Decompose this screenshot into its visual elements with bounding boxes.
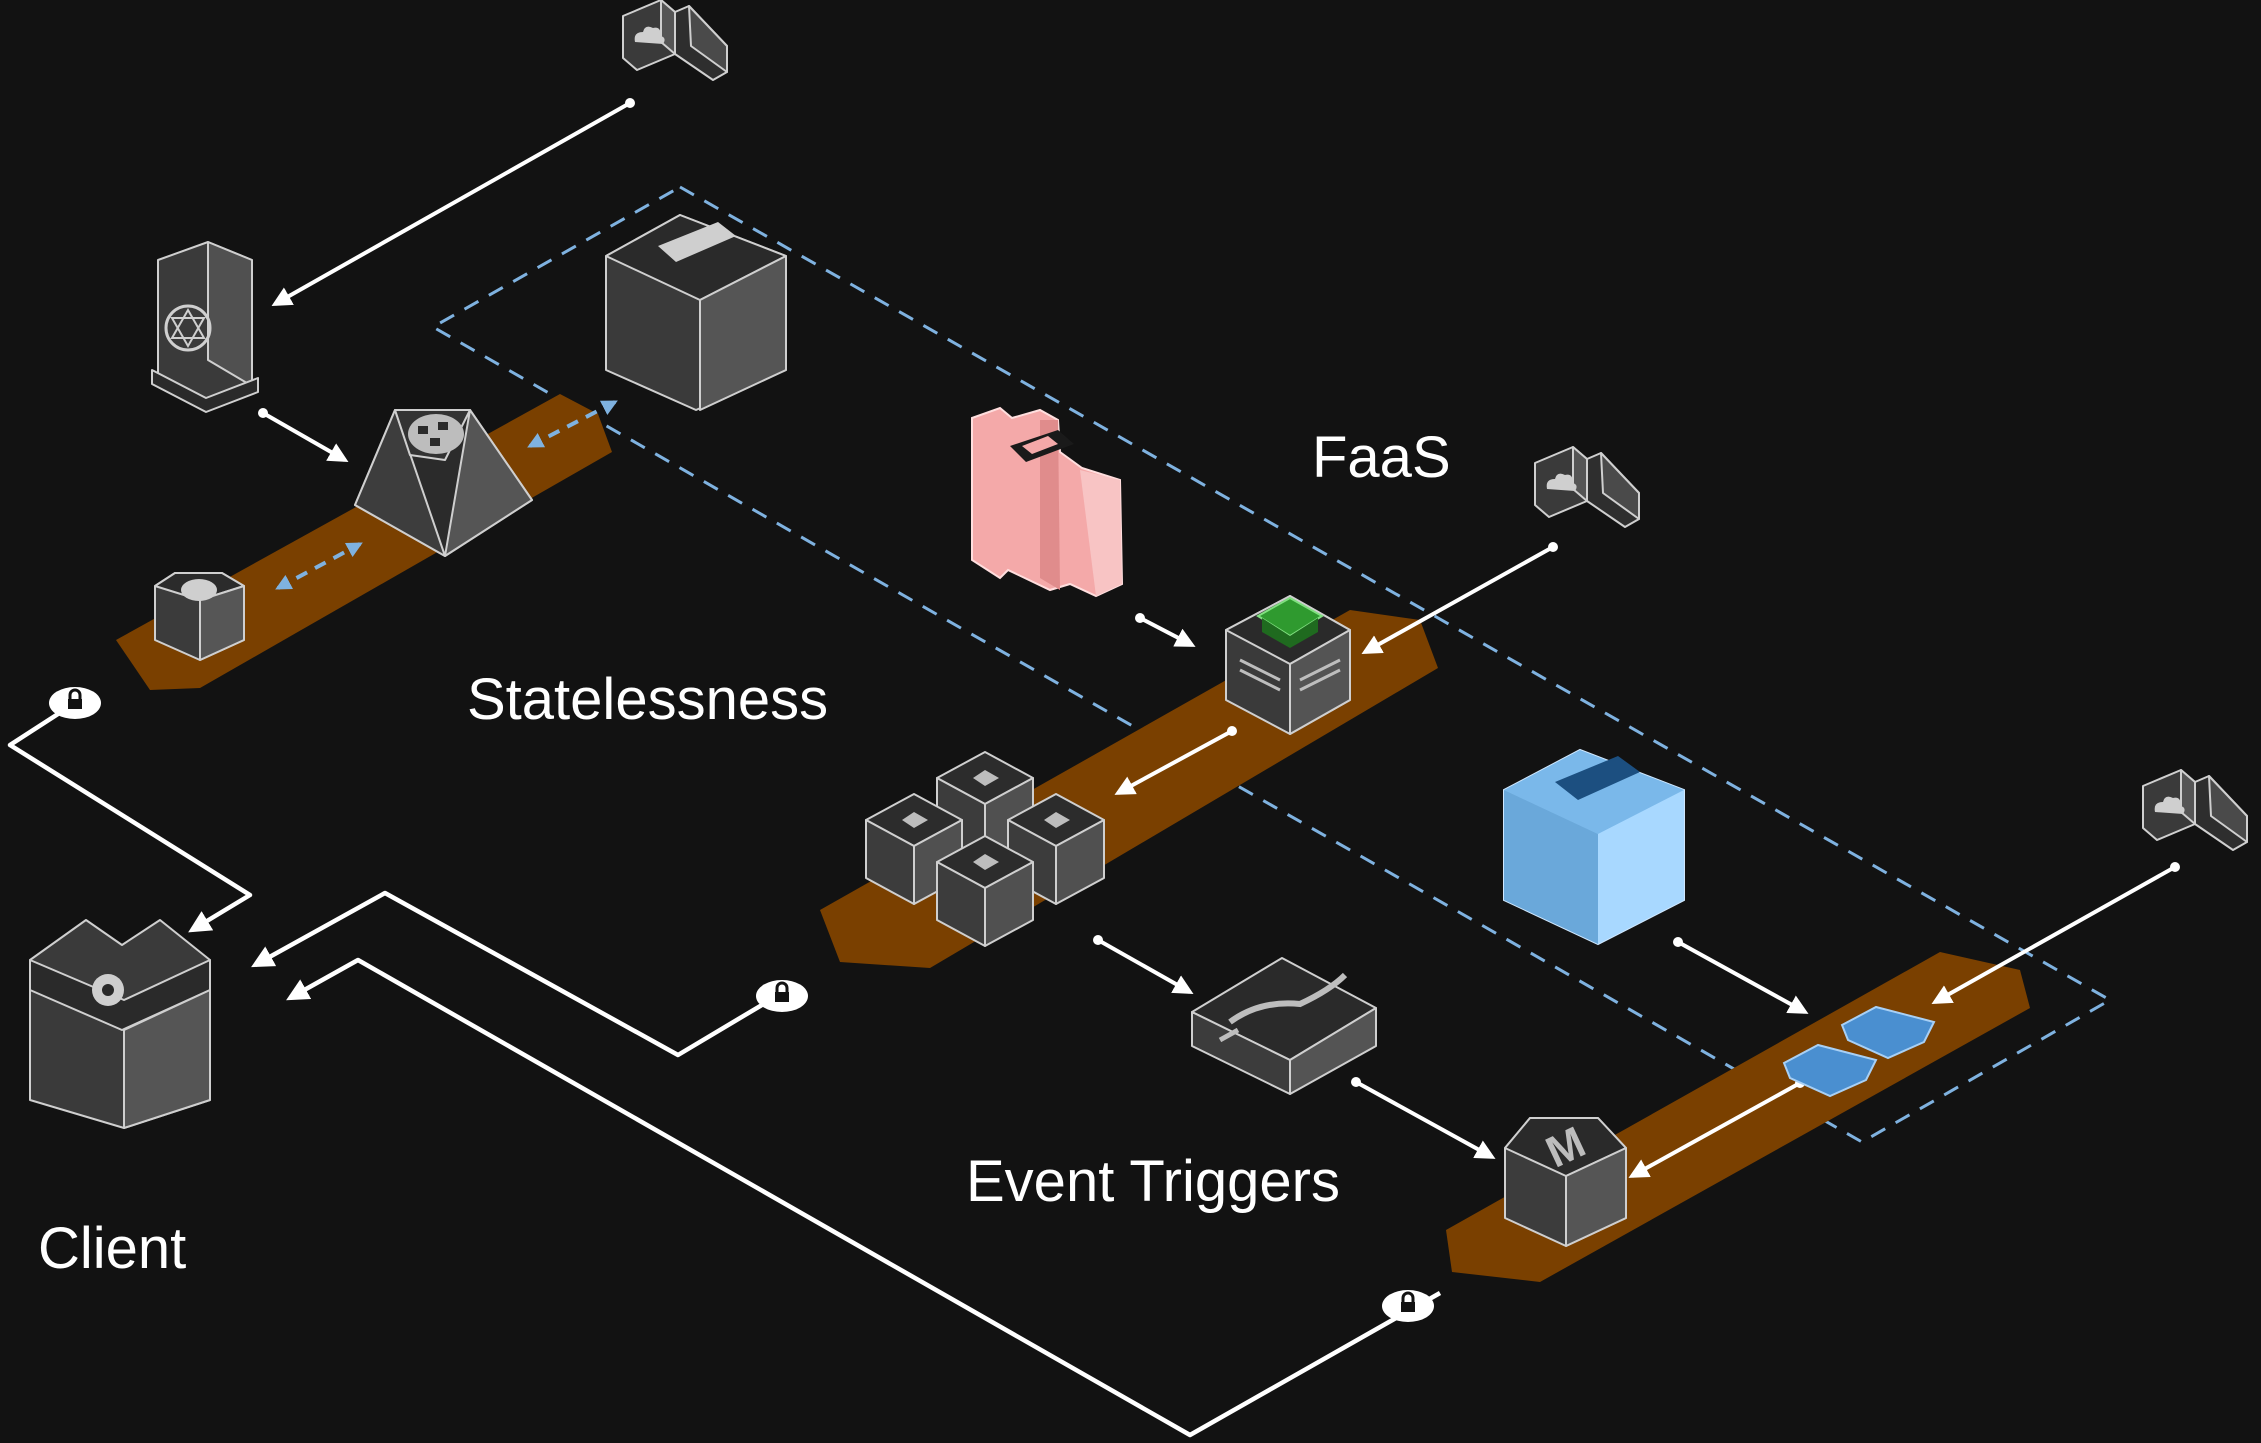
event-triggers-label: Event Triggers (966, 1149, 1340, 1214)
monitoring-node: M (1504, 1117, 1627, 1247)
event-trigger-block (1191, 957, 1377, 1095)
calendar-icon (1010, 430, 1074, 462)
gateway-link-arrow (527, 400, 618, 448)
database-node (971, 406, 1124, 598)
cache-icon (181, 579, 217, 601)
lock-icon-middle (754, 978, 810, 1014)
lock-icon-right (1380, 1288, 1436, 1324)
message-queue (1782, 1005, 1936, 1098)
network-appliance (151, 241, 259, 413)
cloud-icon-middle (1534, 446, 1640, 528)
cache-link-arrow (275, 542, 363, 590)
api-gateway (354, 409, 533, 557)
function-node (1225, 595, 1351, 735)
storage-block-blue (1503, 748, 1685, 946)
cloud-icon-top (622, 0, 728, 81)
document-icon-blue (1555, 756, 1640, 800)
cloud-icon-right (2142, 769, 2248, 851)
document-icon (658, 222, 736, 262)
storage-block-top (605, 214, 787, 411)
faas-boundary (429, 185, 2114, 1144)
connection-wires (7, 701, 1442, 1438)
flow-arrows (258, 98, 2180, 1178)
lock-icon-left (47, 685, 103, 721)
client-label: Client (38, 1216, 186, 1281)
statelessness-label: Statelessness (467, 667, 828, 732)
faas-label: FaaS (1312, 425, 1451, 490)
cache-node (154, 572, 245, 661)
api-gateway-icon (408, 414, 464, 454)
document-icon-function (1239, 658, 1341, 692)
client-node (29, 919, 211, 1129)
network-icon (164, 304, 212, 352)
